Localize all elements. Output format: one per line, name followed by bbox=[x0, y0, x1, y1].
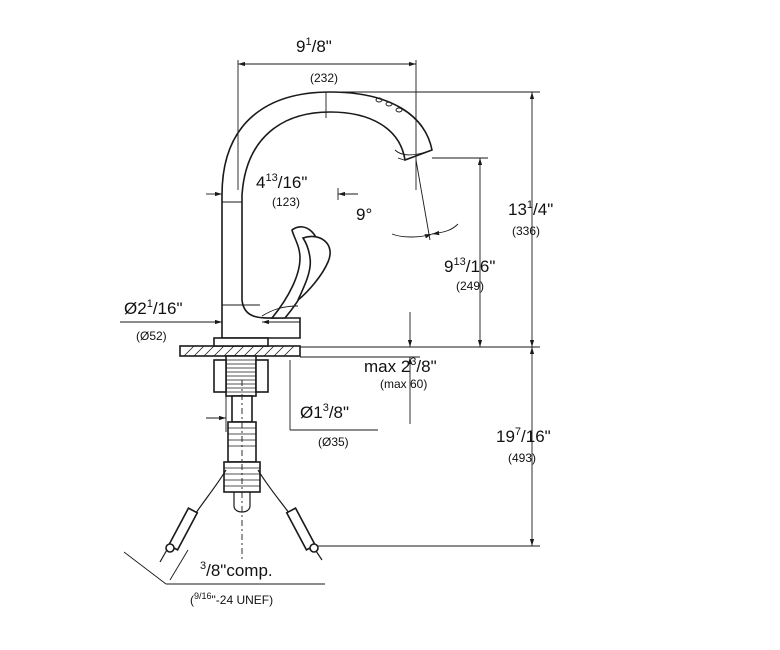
connection-label: 3/8"comp. (9/16"-24 UNEF) bbox=[190, 560, 273, 607]
spout-height-label: 913/16" (249) bbox=[444, 256, 495, 293]
hole-diameter-whole: Ø1 bbox=[300, 403, 323, 422]
dimension-lines bbox=[120, 60, 540, 585]
height-above-metric: (336) bbox=[512, 224, 540, 238]
overall-width-whole: 9 bbox=[296, 37, 305, 56]
svg-text:197/16": 197/16" bbox=[496, 426, 551, 446]
base-diameter-whole: Ø2 bbox=[124, 299, 147, 318]
deck-thickness-whole: max 2 bbox=[364, 357, 410, 376]
spout-reach-label: 413/16" (123) bbox=[256, 172, 307, 209]
connection-rest: /8" bbox=[206, 561, 226, 580]
supply-hoses bbox=[159, 469, 323, 563]
spout-height-rest: /16" bbox=[466, 257, 496, 276]
deck-thickness-rest: /8" bbox=[416, 357, 436, 376]
hole-diameter-num: 3 bbox=[323, 402, 329, 414]
spout-reach-rest: /16" bbox=[278, 173, 308, 192]
below-deck-label: 197/16" (493) bbox=[496, 426, 551, 465]
svg-text:max 23/8": max 23/8" bbox=[364, 356, 437, 376]
height-above-label: 131/4" (336) bbox=[508, 199, 553, 238]
spout-height-metric: (249) bbox=[456, 279, 484, 293]
base-diameter-num: 1 bbox=[147, 298, 153, 310]
base-diameter-metric: (Ø52) bbox=[136, 329, 167, 343]
spout-reach-metric: (123) bbox=[272, 195, 300, 209]
base-diameter-label: Ø21/16" (Ø52) bbox=[124, 298, 182, 343]
hole-diameter-label: Ø13/8" (Ø35) bbox=[300, 402, 349, 449]
below-deck-whole: 19 bbox=[496, 427, 515, 446]
deck-thickness-num: 3 bbox=[410, 356, 416, 368]
svg-text:Ø13/8": Ø13/8" bbox=[300, 402, 349, 422]
overall-width-num: 1 bbox=[305, 36, 311, 48]
connection-thread-open: ( bbox=[190, 593, 194, 607]
deck-mounting bbox=[179, 337, 301, 560]
svg-text:3/8"comp.: 3/8"comp. bbox=[200, 560, 273, 580]
svg-text:91/8": 91/8" bbox=[296, 36, 332, 56]
spout-height-whole: 9 bbox=[444, 257, 453, 276]
overall-width-metric: (232) bbox=[310, 71, 338, 85]
height-above-rest: /4" bbox=[533, 200, 553, 219]
height-above-num: 1 bbox=[527, 199, 533, 211]
deck-thickness-label: max 23/8" (max 60) bbox=[364, 356, 437, 391]
hole-diameter-rest: /8" bbox=[329, 403, 349, 422]
below-deck-metric: (493) bbox=[508, 451, 536, 465]
below-deck-num: 7 bbox=[515, 426, 521, 438]
connection-type: comp. bbox=[226, 561, 272, 580]
connection-thread-num: 9 bbox=[194, 591, 199, 601]
overall-width-rest: /8" bbox=[312, 37, 332, 56]
deck-thickness-metric: (max 60) bbox=[380, 377, 427, 391]
svg-text:Ø21/16": Ø21/16" bbox=[124, 298, 182, 318]
overall-width-label: 91/8" (232) bbox=[296, 36, 338, 85]
below-deck-rest: /16" bbox=[521, 427, 551, 446]
swivel-angle-value: 9° bbox=[356, 205, 372, 224]
height-above-whole: 13 bbox=[508, 200, 527, 219]
svg-text:131/4": 131/4" bbox=[508, 199, 553, 219]
svg-text:913/16": 913/16" bbox=[444, 256, 495, 276]
hole-diameter-metric: (Ø35) bbox=[318, 435, 349, 449]
spout-reach-whole: 4 bbox=[256, 173, 265, 192]
connection-thread-spec: "-24 UNEF) bbox=[212, 593, 274, 607]
svg-text:(9/16"-24 UNEF): (9/16"-24 UNEF) bbox=[190, 591, 273, 607]
base-diameter-rest: /16" bbox=[153, 299, 183, 318]
spout-reach-num: 13 bbox=[265, 172, 277, 184]
connection-num: 3 bbox=[200, 560, 206, 572]
svg-text:413/16": 413/16" bbox=[256, 172, 307, 192]
connection-thread-den: /16 bbox=[199, 591, 212, 601]
swivel-angle-label: 9° bbox=[356, 205, 372, 224]
faucet-body bbox=[221, 91, 433, 339]
spout-height-num: 13 bbox=[453, 256, 465, 268]
